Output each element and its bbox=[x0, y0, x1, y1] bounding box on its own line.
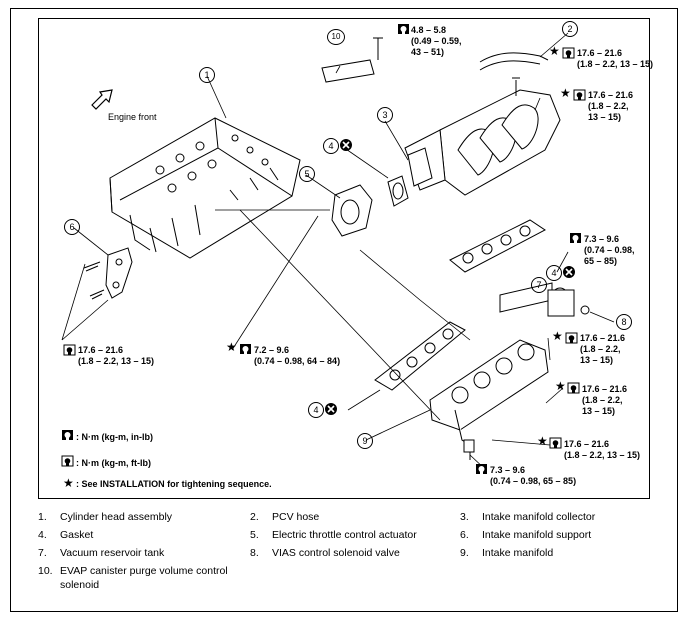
legend-inlb: : N·m (kg-m, in-lb) bbox=[76, 432, 153, 442]
torque-collector: 17.6 – 21.6(1.8 – 2.2,13 – 15) bbox=[588, 90, 634, 122]
star-icon: ★ bbox=[560, 86, 571, 100]
torque-wrench-inlb-icon bbox=[398, 24, 409, 34]
torque-wrench-ftlb-icon bbox=[562, 47, 575, 59]
intake-manifold-drawing bbox=[429, 339, 549, 460]
legend-star: : See INSTALLATION for tightening sequen… bbox=[76, 479, 272, 489]
callout-9: 9 bbox=[357, 433, 373, 449]
torque-wrench-ftlb-icon bbox=[549, 437, 562, 449]
star-icon: ★ bbox=[549, 44, 560, 58]
torque-manifold-upper: 17.6 – 21.6(1.8 – 2.2,13 – 15) bbox=[582, 384, 628, 416]
engine-front-arrow-icon bbox=[91, 89, 113, 110]
callout-5: 5 bbox=[299, 166, 315, 182]
callout-4-upper: 4 bbox=[323, 138, 339, 154]
star-icon: ★ bbox=[537, 434, 548, 448]
collector-drawing bbox=[404, 89, 561, 196]
torque-support: 17.6 – 21.6(1.8 – 2.2, 13 – 15) bbox=[78, 345, 155, 366]
callout-10: 10 bbox=[327, 29, 345, 45]
star-icon: ★ bbox=[552, 329, 563, 343]
part-item: 2.PCV hose bbox=[250, 511, 320, 523]
torque-tank-bracket: 7.3 – 9.6(0.74 – 0.98,65 – 85) bbox=[584, 234, 635, 266]
cylinder-head-drawing bbox=[109, 117, 301, 259]
torque-wrench-inlb-icon bbox=[570, 233, 581, 243]
torque-throttle: 7.2 – 9.6(0.74 – 0.98, 64 – 84) bbox=[254, 345, 341, 366]
callout-6: 6 bbox=[64, 219, 80, 235]
part-item: 8.VIAS control solenoid valve bbox=[250, 547, 400, 559]
part-item: 4.Gasket bbox=[38, 529, 94, 541]
torque-evap: 4.8 – 5.8(0.49 – 0.59,43 – 51) bbox=[411, 25, 462, 57]
star-icon: ★ bbox=[63, 476, 74, 490]
callout-7: 7 bbox=[531, 277, 547, 293]
manifold-gasket-drawing bbox=[374, 321, 466, 391]
callout-8: 8 bbox=[616, 314, 632, 330]
callout-3: 3 bbox=[377, 107, 393, 123]
torque-pcv: 17.6 – 21.6(1.8 – 2.2, 13 – 15) bbox=[577, 48, 654, 69]
torque-solenoid: 17.6 – 21.6(1.8 – 2.2,13 – 15) bbox=[580, 333, 626, 365]
torque-wrench-ftlb-icon bbox=[565, 332, 578, 344]
legend-ftlb: : N·m (kg-m, ft-lb) bbox=[76, 458, 151, 468]
do-not-reuse-icon bbox=[324, 402, 338, 416]
callout-2: 2 bbox=[562, 21, 578, 37]
do-not-reuse-icon bbox=[339, 138, 353, 152]
part-item: 9.Intake manifold bbox=[460, 547, 554, 559]
callout-4-lower: 4 bbox=[308, 402, 324, 418]
callout-4-right: 4 bbox=[546, 265, 562, 281]
part-item: 6.Intake manifold support bbox=[460, 529, 592, 541]
torque-manifold-bolt: 7.3 – 9.6(0.74 – 0.98, 65 – 85) bbox=[490, 465, 577, 486]
torque-wrench-inlb-icon bbox=[476, 464, 487, 474]
star-icon: ★ bbox=[226, 340, 237, 354]
do-not-reuse-icon bbox=[562, 265, 576, 279]
part-item: 7.Vacuum reservoir tank bbox=[38, 547, 165, 559]
part-item: 3.Intake manifold collector bbox=[460, 511, 596, 523]
part-item: 10.EVAP canister purge volume control so… bbox=[38, 565, 228, 591]
torque-manifold-lower: 17.6 – 21.6(1.8 – 2.2, 13 – 15) bbox=[564, 439, 641, 460]
evap-solenoid-drawing bbox=[321, 37, 383, 83]
engine-front-label: Engine front bbox=[108, 112, 157, 122]
pcv-hose-drawing bbox=[479, 52, 549, 96]
diagram-frame bbox=[38, 18, 650, 499]
manifold-support-drawing bbox=[83, 247, 133, 300]
torque-wrench-ftlb-icon bbox=[567, 382, 580, 394]
torque-wrench-ftlb-icon bbox=[63, 344, 76, 356]
part-item: 5.Electric throttle control actuator bbox=[250, 529, 417, 541]
part-item: 1.Cylinder head assembly bbox=[38, 511, 173, 523]
torque-wrench-ftlb-icon bbox=[573, 89, 586, 101]
torque-wrench-inlb-icon bbox=[62, 430, 73, 440]
torque-wrench-inlb-icon bbox=[240, 344, 251, 354]
leader-lines bbox=[61, 32, 615, 471]
page-frame bbox=[10, 8, 678, 612]
star-icon: ★ bbox=[555, 379, 566, 393]
throttle-drawing bbox=[331, 147, 433, 237]
callout-1: 1 bbox=[199, 67, 215, 83]
torque-wrench-ftlb-icon bbox=[61, 455, 74, 467]
upper-gasket-drawing bbox=[449, 219, 546, 273]
